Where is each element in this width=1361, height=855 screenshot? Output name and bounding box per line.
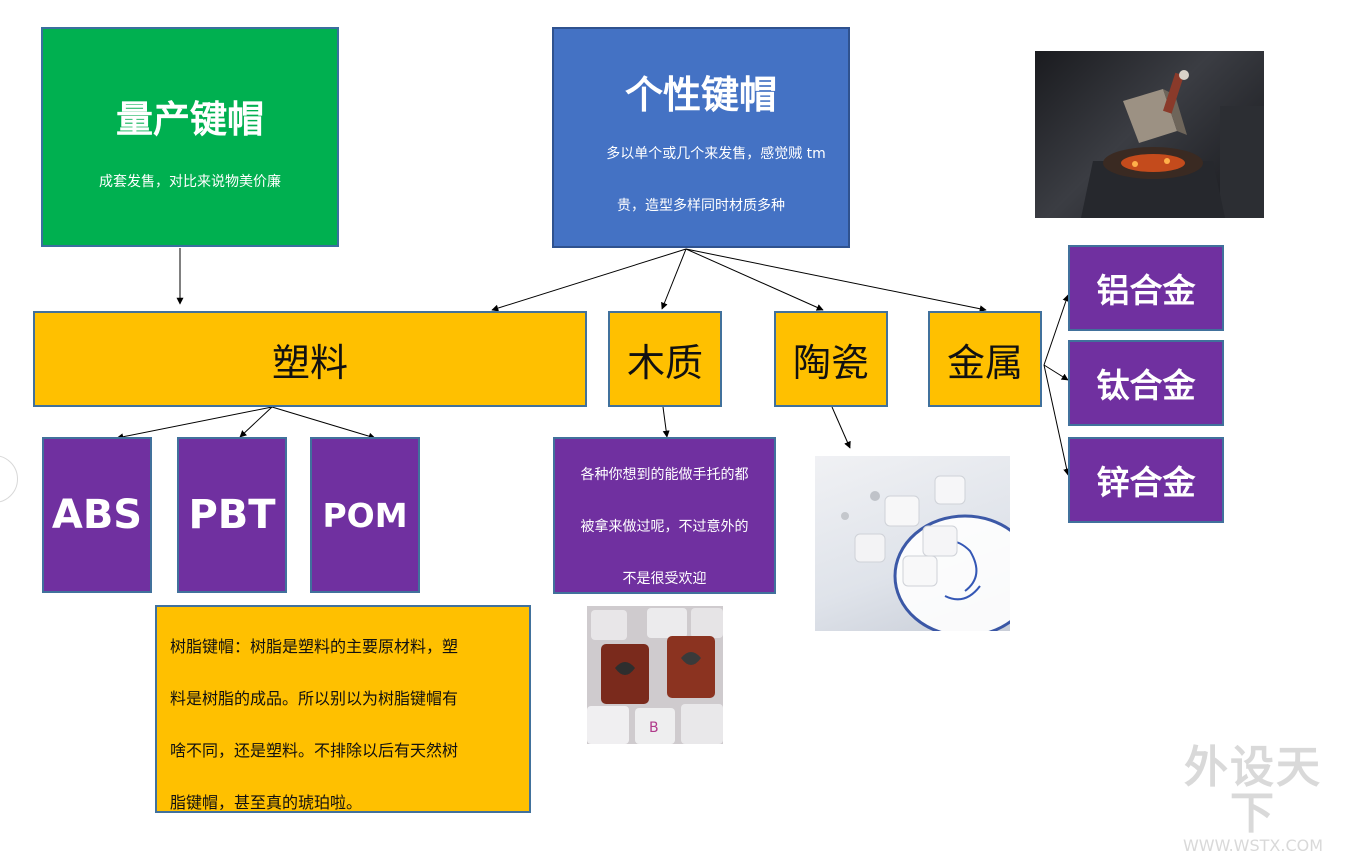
wood-note-line3: 不是很受欢迎 (622, 571, 707, 587)
arrow-custom-metal (685, 248, 987, 313)
mass-keycap-box: 量产键帽 成套发售，对比来说物美价廉 (41, 27, 339, 247)
wood-note-line1: 各种你想到的能做手托的都 (580, 467, 749, 483)
arrow-custom-ceramic (685, 248, 824, 311)
svg-text:B: B (649, 720, 659, 736)
plastic-pom: POM (310, 437, 420, 593)
custom-keycap-line2: 贵，造型多样同时材质多种 (617, 198, 785, 214)
alloy-aluminum: 铝合金 (1068, 245, 1224, 331)
material-plastic: 塑料 (33, 311, 587, 407)
plastic-pbt: PBT (177, 437, 287, 593)
arrow-ceramic-photo (831, 406, 851, 449)
watermark-url: WWW.WSTX.COM (1182, 836, 1324, 855)
material-ceramic: 陶瓷 (774, 311, 888, 407)
arrow-custom-wood (661, 248, 687, 310)
arrow-plastic-pom (271, 406, 376, 440)
arrow-wood-note (662, 406, 670, 438)
wood-note-line2: 被拿来做过呢，不过意外的 (580, 519, 749, 535)
alloy-titanium: 钛合金 (1068, 340, 1224, 426)
material-wood: 木质 (608, 311, 722, 407)
arrow-custom-plastic (491, 248, 687, 312)
resin-note-line3: 啥不同，还是塑料。不排除以后有天然树 (170, 741, 459, 760)
watermark-text: 外设天下 (1184, 742, 1322, 839)
ceramic-keycap-photo (815, 456, 1010, 631)
mass-keycap-title: 量产键帽 (116, 98, 264, 141)
custom-keycap-title: 个性键帽 (624, 73, 777, 117)
custom-keycap-box: 个性键帽 多以单个或几个来发售，感觉贼 tm 贵，造型多样同时材质多种 (552, 27, 850, 248)
arrow-metal-aluminum (1043, 294, 1070, 366)
arrow-plastic-abs (116, 406, 273, 441)
plastic-abs: ABS (42, 437, 152, 593)
resin-note-line2: 料是树脂的成品。所以别以为树脂键帽有 (170, 689, 459, 708)
arrow-metal-titanium (1043, 364, 1069, 381)
metal-keycap-photo (1035, 51, 1264, 218)
wood-note-box: 各种你想到的能做手托的都 被拿来做过呢，不过意外的 不是很受欢迎 (553, 437, 776, 594)
custom-keycap-line1: 多以单个或几个来发售，感觉贼 tm (606, 146, 826, 162)
arrow-metal-zinc (1043, 364, 1071, 476)
resin-note-line1: 树脂键帽：树脂是塑料的主要原材料，塑 (170, 637, 459, 656)
resin-note-box: 树脂键帽：树脂是塑料的主要原材料，塑 料是树脂的成品。所以别以为树脂键帽有 啥不… (155, 605, 531, 813)
watermark: 外设天下 WWW.WSTX.COM (1163, 745, 1343, 855)
arrow-plastic-pbt (239, 406, 273, 438)
wood-keycap-photo: B (587, 606, 723, 744)
connector-arrows (116, 248, 1071, 476)
alloy-zinc: 锌合金 (1068, 437, 1224, 523)
material-metal: 金属 (928, 311, 1042, 407)
mass-keycap-subtitle: 成套发售，对比来说物美价廉 (99, 174, 281, 190)
resin-note-line4: 脂键帽，甚至真的琥珀啦。 (170, 793, 363, 812)
